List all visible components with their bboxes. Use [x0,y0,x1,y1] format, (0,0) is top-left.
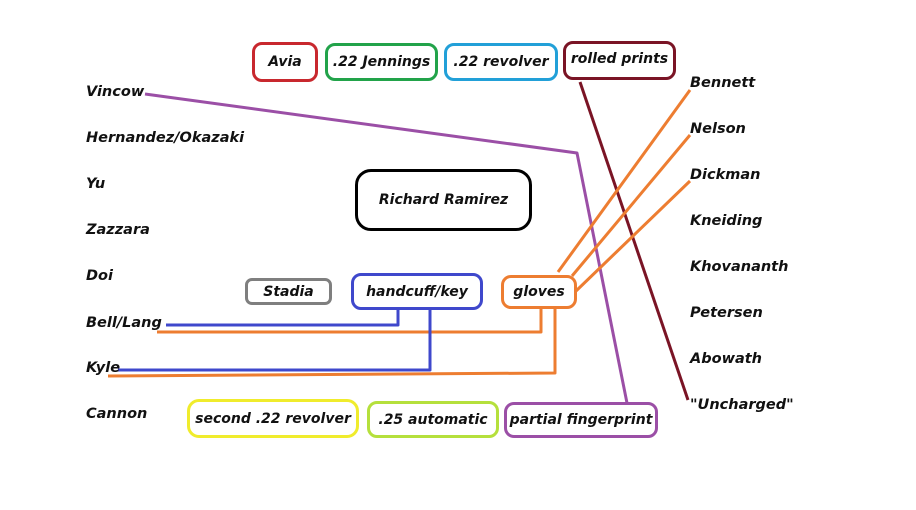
victim-bell-lang: Bell/Lang [86,315,162,331]
victim-petersen: Petersen [690,305,763,321]
link-rolled-prints-uncharged [578,81,690,401]
victim-uncharged: "Uncharged" [690,397,794,413]
evidence-rolled-prints: rolled prints [563,41,676,80]
victim-khovananth: Khovananth [690,259,789,275]
evidence-handcuff-key: handcuff/key [351,273,483,310]
evidence-22-jennings-label: .22 Jennings [332,54,431,70]
victim-kneiding: Kneiding [690,213,763,229]
victim-hernandez-okazaki: Hernandez/Okazaki [86,130,245,146]
central-subject-box: Richard Ramirez [355,169,532,231]
evidence-partial-fingerprint: partial fingerprint [504,402,658,438]
evidence-rolled-prints-label: rolled prints [570,51,669,67]
link-handcuff-bell-lang [166,308,400,327]
victim-abowath: Abowath [690,351,762,367]
evidence-handcuff-key-label: handcuff/key [366,283,468,300]
link-handcuff-kyle [118,305,432,372]
evidence-22-revolver-label: .22 revolver [453,54,549,70]
victim-bennett: Bennett [690,75,756,91]
victim-nelson: Nelson [690,121,746,137]
victim-vincow: Vincow [86,84,145,100]
evidence-25-automatic-label: .25 automatic [378,411,488,428]
victim-yu: Yu [86,176,106,192]
victim-cannon: Cannon [86,406,148,422]
victim-kyle: Kyle [86,360,121,376]
evidence-25-automatic: .25 automatic [367,401,499,438]
evidence-avia: Avia [252,42,318,82]
link-gloves-dickman [574,179,692,293]
link-gloves-kyle [107,308,557,378]
evidence-stadia: Stadia [245,278,332,305]
evidence-gloves: gloves [501,275,577,309]
evidence-avia-label: Avia [268,54,302,70]
evidence-22-jennings: .22 Jennings [325,43,438,81]
victim-dickman: Dickman [690,167,761,183]
evidence-stadia-label: Stadia [263,283,314,300]
link-gloves-bell-lang [157,308,543,334]
evidence-gloves-label: gloves [513,284,565,300]
link-gloves-bennett [556,89,692,273]
victim-zazzara: Zazzara [86,222,150,238]
evidence-second-22-revolver: second .22 revolver [187,399,359,438]
link-gloves-nelson [570,134,692,277]
central-subject-label: Richard Ramirez [378,192,509,208]
evidence-22-revolver: .22 revolver [444,43,558,81]
evidence-second-22-revolver-label: second .22 revolver [195,410,351,427]
evidence-partial-fingerprint-label: partial fingerprint [509,412,653,428]
victim-doi: Doi [86,268,113,284]
